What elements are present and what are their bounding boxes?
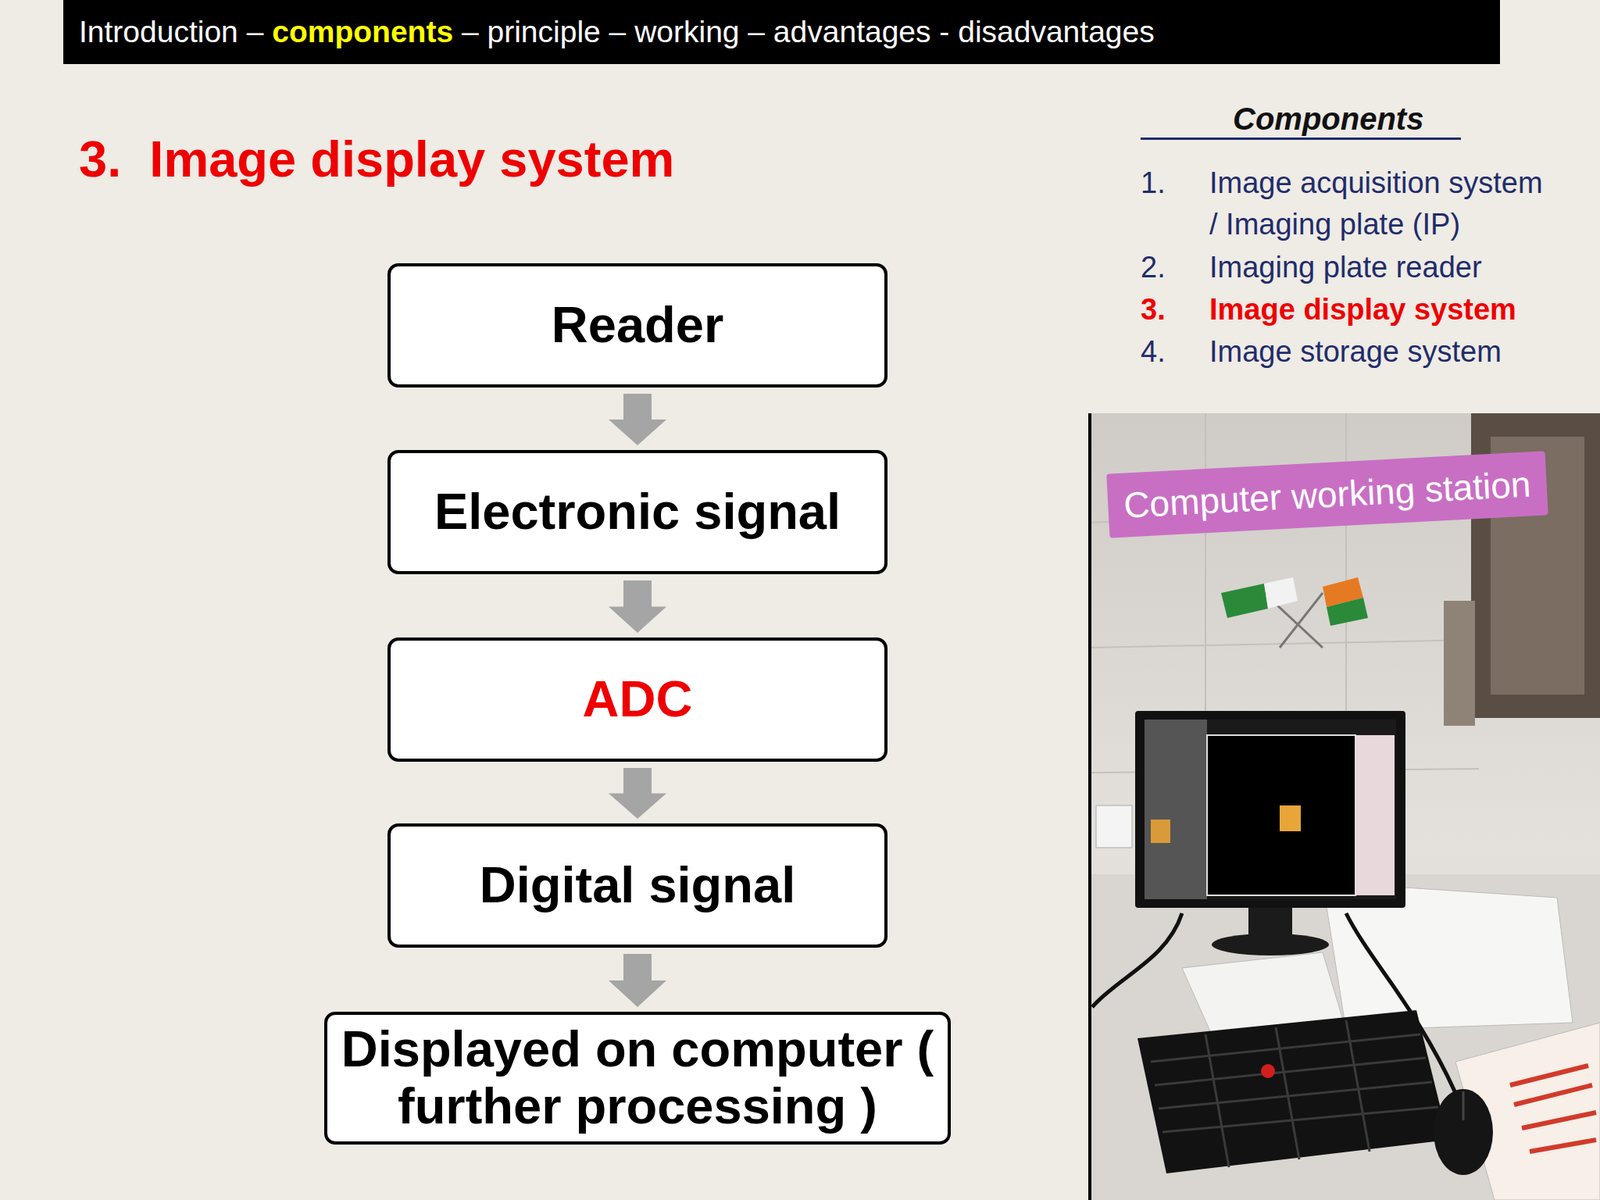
list-number: 1.	[1140, 162, 1166, 204]
process-box: Digital signal	[387, 823, 888, 948]
process-box: Electronic signal	[387, 450, 888, 575]
list-text: Imaging plate reader	[1209, 246, 1554, 289]
block-arrow	[608, 953, 667, 1008]
monitor	[1135, 710, 1406, 956]
nav-highlight: components	[271, 14, 454, 50]
desk	[1088, 874, 1600, 1200]
block-arrow	[608, 767, 667, 819]
block-arrow	[608, 580, 667, 633]
list-number: 4.	[1140, 331, 1166, 373]
process-box: ADC	[387, 637, 888, 762]
keyboard	[1137, 1010, 1449, 1174]
box-text: Displayed on computer ( further processi…	[339, 1021, 936, 1136]
wall	[1088, 413, 1600, 1200]
photo-border	[1088, 413, 1092, 1200]
block-arrow	[608, 393, 667, 446]
nav-text: Introduction –	[78, 14, 264, 50]
process-box: Reader	[387, 263, 888, 388]
box-text: Computer working station	[1122, 463, 1533, 525]
nav-text: – principle – working – advantages - dis…	[461, 14, 1155, 50]
box-text: Reader	[551, 296, 724, 354]
printed-form-marks	[1510, 1065, 1597, 1152]
mouse	[1433, 1089, 1493, 1175]
box-text: ADC	[582, 671, 693, 729]
list-text: Image acquisition system / Imaging plate…	[1209, 162, 1554, 246]
list-number: 3.	[1140, 289, 1166, 331]
box-text: Electronic signal	[434, 483, 841, 541]
list-text: Image display system	[1209, 289, 1554, 331]
section-nav-bar: Introduction –components– principle – wo…	[63, 0, 1500, 65]
list-number: 2.	[1140, 246, 1166, 289]
slide-title: 3. Image display system	[78, 129, 675, 189]
flags	[1221, 577, 1368, 648]
wall-socket	[1096, 805, 1133, 848]
door-edge	[1443, 600, 1475, 726]
list-heading: Components	[1140, 100, 1461, 140]
process-box: Displayed on computer ( further processi…	[324, 1011, 951, 1145]
list-text: Image storage system	[1209, 331, 1554, 373]
box-text: Digital signal	[479, 857, 797, 915]
